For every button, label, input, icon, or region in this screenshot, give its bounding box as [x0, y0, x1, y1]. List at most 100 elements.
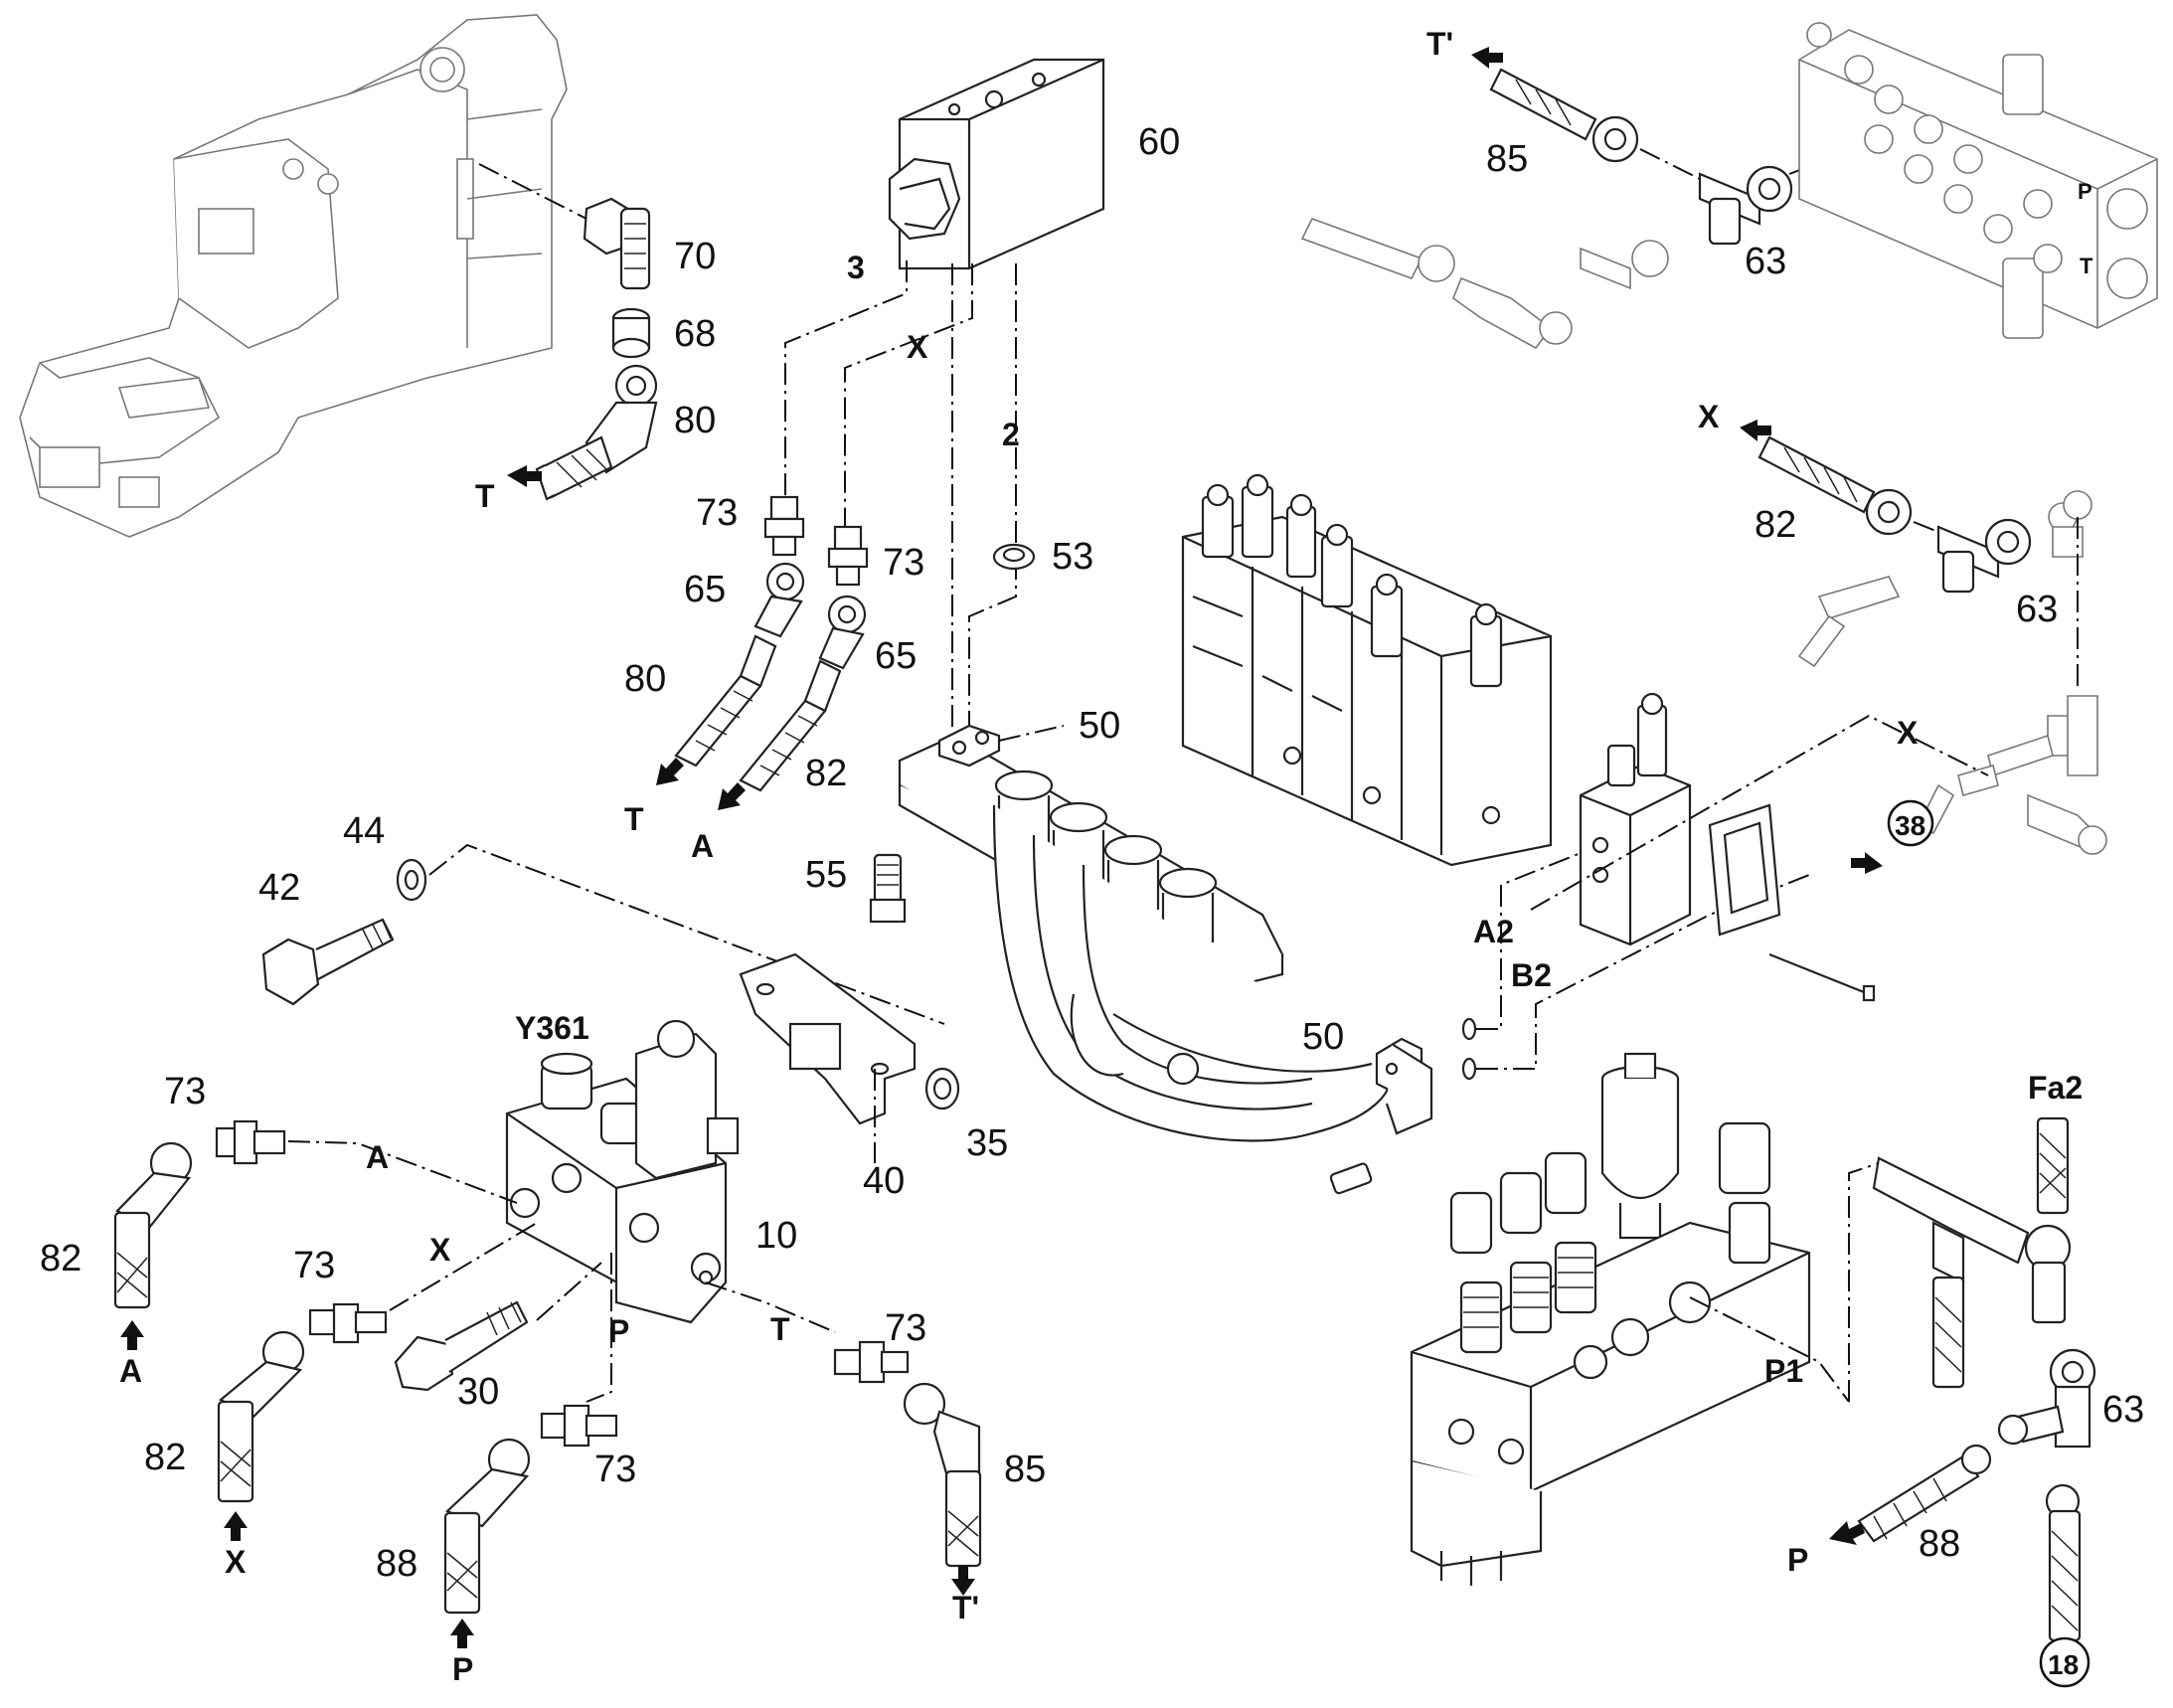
dim-label-3: 3 — [847, 250, 865, 285]
reference-label-38: 38 — [1895, 810, 1925, 841]
part-number-63: 63 — [2016, 589, 2058, 630]
distributor-block — [1798, 22, 2158, 339]
o-ring — [1461, 1017, 1477, 1041]
leader-line — [705, 1281, 836, 1333]
tee-63-right — [1936, 518, 2032, 594]
flange-50-upper — [937, 724, 1001, 768]
part-number-73: 73 — [885, 1307, 926, 1349]
leader-line — [1913, 521, 1939, 533]
part-number-80: 80 — [674, 400, 716, 441]
elbow-65-a — [753, 562, 805, 638]
part-number-80: 80 — [624, 658, 666, 700]
bracket-40 — [739, 952, 917, 1125]
nipple-73-c — [215, 1119, 286, 1165]
manifold-rail — [898, 734, 1394, 1142]
port-label-a2: A2 — [1473, 914, 1514, 949]
part-number-40: 40 — [863, 1160, 905, 1202]
port-label-x: X — [1698, 399, 1720, 434]
hose-82-column — [739, 659, 842, 792]
valve-block-60 — [888, 58, 1105, 270]
nipple-73-b — [827, 525, 869, 587]
part-number-88: 88 — [376, 1543, 418, 1585]
flow-arrow-t — [507, 465, 542, 487]
port-label-p: P — [608, 1313, 629, 1349]
part-number-50: 50 — [1079, 705, 1120, 747]
port-label-p: P — [1787, 1542, 1808, 1578]
port-label-a: A — [119, 1353, 142, 1389]
nut-35 — [924, 1067, 960, 1110]
leader-line — [1639, 148, 1701, 180]
port-label-tprime: T' — [1426, 26, 1453, 62]
flow-arrow-p — [1829, 1521, 1865, 1545]
leader-line — [784, 260, 908, 502]
part-number-65: 65 — [684, 569, 726, 610]
hose-82-b — [217, 1330, 305, 1503]
leader-line — [428, 843, 945, 1025]
port-label-fa2: Fa2 — [2028, 1070, 2083, 1106]
tee-assembly-fa2 — [1872, 1116, 2072, 1389]
elbow-63-lower — [1997, 1348, 2096, 1449]
part-number-35: 35 — [966, 1122, 1008, 1164]
washer-44 — [396, 858, 427, 902]
part-number-53: 53 — [1052, 536, 1093, 578]
distributor-port-p: P — [2078, 179, 2092, 204]
nipple-73-f — [833, 1340, 910, 1384]
port-label-t: T — [770, 1311, 790, 1347]
part-number-70: 70 — [674, 236, 716, 277]
port-label-p: P — [452, 1651, 473, 1687]
leader-line — [389, 1222, 538, 1311]
part-number-88: 88 — [1919, 1523, 1960, 1565]
flange-50-lower — [1329, 1037, 1433, 1195]
hose-82-right — [1757, 435, 1913, 536]
hose-88-a — [443, 1438, 531, 1615]
nipple-73-e — [540, 1404, 618, 1448]
ghost-hoses-top — [1300, 218, 1669, 350]
flow-arrow-t — [656, 758, 684, 785]
hose-85-top — [1489, 68, 1639, 163]
part-number-10: 10 — [755, 1215, 797, 1257]
part-number-68: 68 — [674, 313, 716, 355]
flow-arrow-p — [450, 1619, 474, 1648]
hose-85-a — [903, 1382, 982, 1568]
o-ring — [1461, 1057, 1477, 1081]
tractor-cab-illustration — [19, 14, 568, 538]
port-label-x: X — [225, 1544, 247, 1580]
port-label-x: X — [1897, 715, 1919, 751]
seal-53 — [992, 543, 1036, 571]
part-number-63: 63 — [2102, 1389, 2144, 1431]
screw-30 — [394, 1300, 529, 1392]
leader-line — [1530, 714, 1989, 911]
part-number-55: 55 — [805, 854, 847, 896]
adapter-68 — [611, 307, 651, 359]
leader-line — [287, 1140, 518, 1204]
tee-63-top — [1698, 165, 1793, 246]
hose-80-upper — [535, 364, 658, 501]
part-number-82: 82 — [40, 1238, 82, 1280]
part-number-30: 30 — [457, 1371, 499, 1413]
port-label-b2: B2 — [1511, 957, 1552, 993]
valve-section — [1579, 692, 1876, 1002]
part-number-82: 82 — [144, 1437, 186, 1478]
part-number-73: 73 — [696, 492, 738, 534]
control-valve-stack — [1181, 473, 1553, 867]
flow-arrow-tprime — [951, 1566, 975, 1596]
leader-line — [1476, 844, 1601, 1030]
part-number-63: 63 — [1745, 241, 1786, 282]
hose-to-18 — [2045, 1483, 2082, 1642]
part-number-44: 44 — [343, 810, 385, 852]
port-label-a: A — [691, 828, 714, 864]
bolt-42 — [261, 918, 395, 1006]
leader-line — [968, 263, 1017, 731]
leader-line — [585, 1253, 612, 1403]
leader-line — [844, 263, 973, 527]
distributor-port-t: T — [2080, 254, 2093, 278]
part-number-73: 73 — [883, 542, 924, 584]
part-number-85: 85 — [1486, 138, 1528, 180]
leader-line — [1689, 1296, 1850, 1403]
part-number-82: 82 — [805, 753, 847, 794]
part-number-65: 65 — [875, 635, 917, 677]
part-number-73: 73 — [164, 1071, 206, 1112]
accumulator-valve-unit — [1410, 1052, 1811, 1586]
screw-55 — [869, 853, 907, 924]
